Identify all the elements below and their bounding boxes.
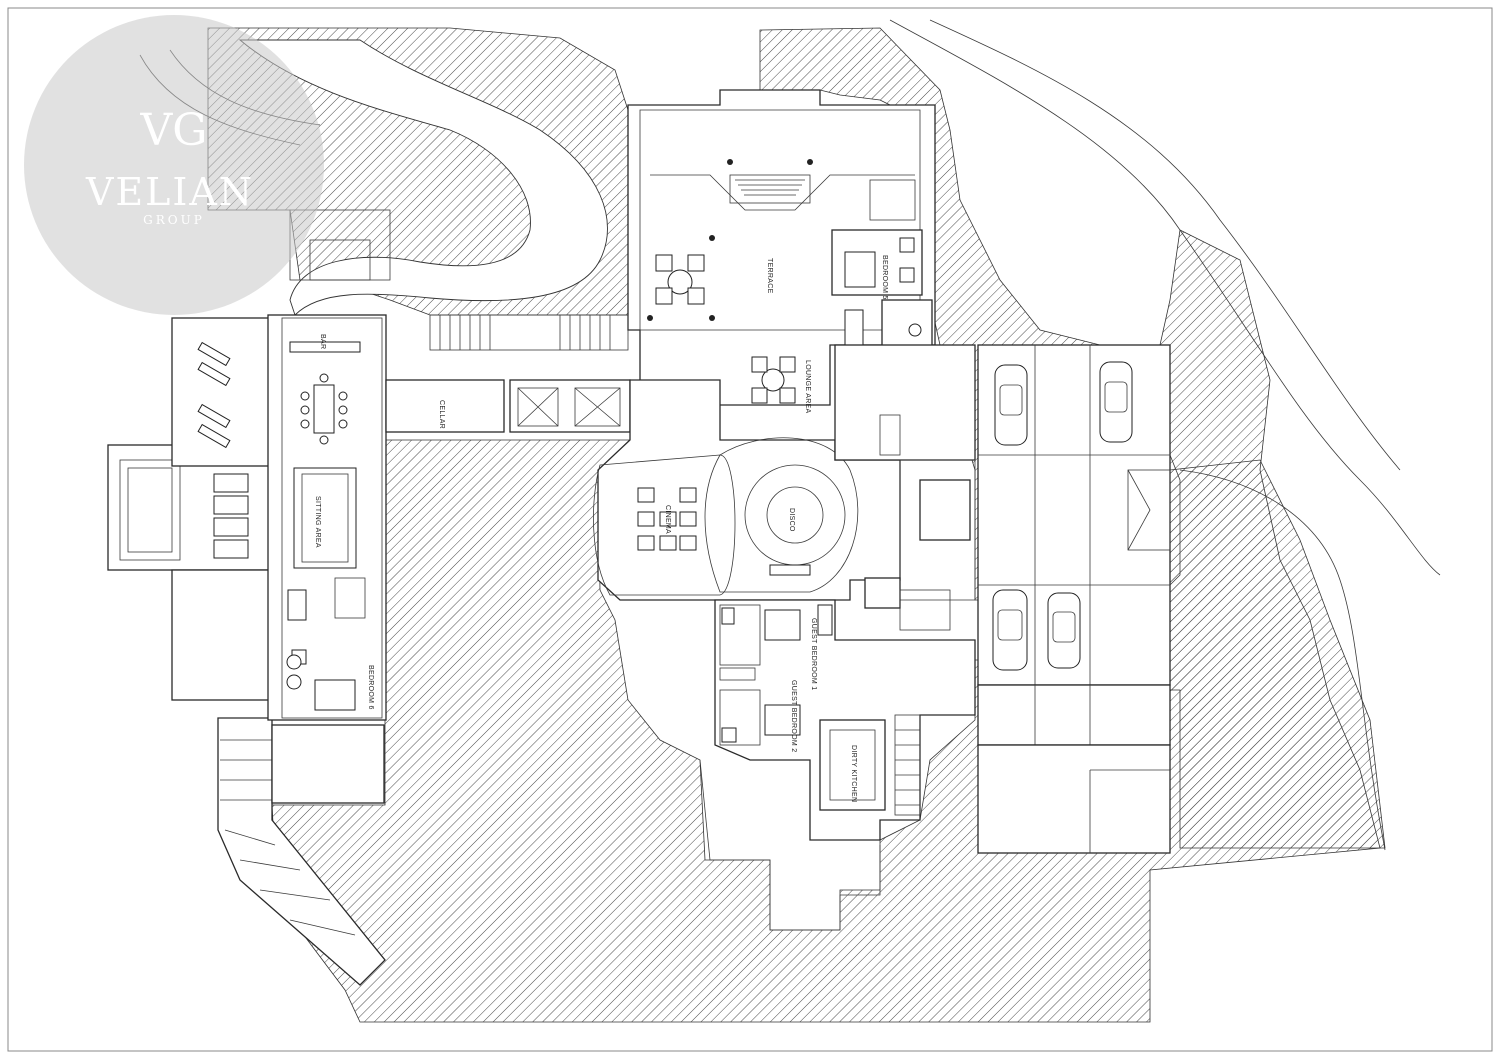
central-block — [593, 379, 901, 601]
corridor — [834, 344, 976, 631]
west-terraces — [107, 209, 391, 986]
stair-strip — [429, 314, 631, 433]
cars — [992, 361, 1133, 671]
sheet-border — [7, 7, 1493, 1052]
label-lounge-area: LOUNGE AREA — [804, 360, 811, 414]
logo-circle — [24, 15, 324, 315]
logo-subtitle: GROUP — [143, 213, 205, 227]
label-guest-bedroom-2: GUEST BEDROOM 2 — [790, 680, 797, 752]
velian-logo: VG VELIAN GROUP — [24, 15, 324, 315]
west-wing — [267, 314, 505, 804]
label-bar: BAR — [319, 334, 326, 349]
garage — [977, 344, 1181, 854]
contour-lines — [889, 19, 1441, 851]
label-dirty-kitchen: DIRTY KITCHEN — [850, 745, 857, 802]
label-sitting-area: SITTING AREA — [314, 496, 321, 548]
guest-wing — [699, 599, 976, 931]
logo-monogram: VG — [140, 105, 208, 156]
label-bedroom-5: BEDROOM 5 — [881, 255, 888, 300]
label-cinema: CINEMA — [664, 505, 671, 534]
cinema-seats — [637, 487, 697, 551]
label-disco: DISCO — [788, 508, 795, 532]
label-guest-bedroom-1: GUEST BEDROOM 1 — [810, 618, 817, 690]
label-cellar: CELLAR — [438, 400, 445, 429]
label-bedroom-6: BEDROOM 6 — [367, 665, 374, 710]
room-labels: BAR CELLAR SITTING AREA BEDROOM 6 TERRAC… — [314, 255, 888, 802]
sun-loungers — [197, 341, 249, 559]
dining-table — [300, 373, 348, 445]
logo-brand: VELIAN — [85, 170, 254, 214]
terrace-seating — [655, 254, 796, 404]
label-terrace: TERRACE — [766, 258, 773, 294]
